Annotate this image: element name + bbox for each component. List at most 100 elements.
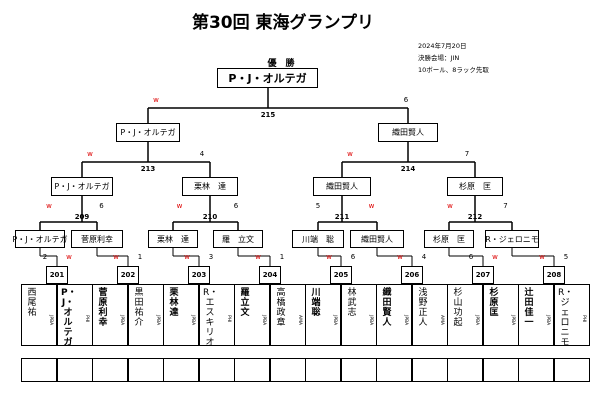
score-bottom: 3: [208, 253, 214, 261]
semi-player-box: P・J・オルテガ: [51, 177, 113, 196]
player-extra-box: [234, 358, 270, 382]
match-number-box: 207: [472, 266, 494, 284]
player-name: 林 武志: [347, 288, 366, 318]
score-bottom: w: [368, 202, 375, 210]
score-top: w: [539, 253, 545, 261]
player-column: 辻田佳一 JPBA: [518, 284, 554, 346]
player-name: P・J・オルテガ: [61, 288, 77, 348]
player-column: 浅野正人 AMA: [412, 284, 448, 346]
player-affiliation: JPBA: [403, 315, 408, 326]
score-bottom: 6: [99, 202, 104, 210]
player-extra-box: [412, 358, 448, 382]
player-name: 杉原 匡: [489, 288, 508, 318]
player-affiliation: JPBA: [332, 315, 337, 326]
player-extra-box: [305, 358, 341, 382]
score-top: w: [326, 253, 332, 261]
score-bottom: w: [66, 253, 72, 261]
semi-player-box: 栗林 達: [182, 177, 238, 196]
tournament-venue: 決勝会場：JIN: [418, 54, 460, 62]
tournament-date: 2024年7月20日: [418, 42, 467, 50]
score-bottom: w: [492, 253, 498, 261]
score-bottom: 7: [503, 202, 508, 210]
match-number: 215: [260, 111, 276, 119]
quarter-player-box: R・ジェロニモ: [485, 230, 539, 248]
score-top: w: [447, 202, 453, 210]
player-name: R・ジェロニモ: [558, 288, 574, 348]
player-extra-box: [518, 358, 554, 382]
champion-label: 優 勝: [267, 59, 295, 69]
score-top: w: [153, 96, 159, 104]
player-name: 菅原利幸: [98, 288, 108, 328]
player-name: 羅 立文: [240, 288, 259, 318]
semi-player-box: 織田賢人: [313, 177, 371, 196]
score-top: 2: [42, 253, 48, 261]
quarter-player-box: P・J・オルテガ: [12, 230, 68, 248]
match-number: 210: [202, 213, 218, 221]
champion-box: P・J・オルテガ: [217, 68, 318, 88]
player-name: 織田賢人: [382, 288, 392, 328]
quarter-player-box: 栗林 達: [148, 230, 198, 248]
match-number: 209: [74, 213, 90, 221]
player-extra-box: [376, 358, 412, 382]
quarter-player-box: 川端 聡: [292, 230, 344, 248]
player-extra-box: [341, 358, 377, 382]
score-top: w: [347, 150, 353, 158]
quarter-player-box: 織田賢人: [350, 230, 404, 248]
score-bottom: 4: [421, 253, 427, 261]
match-number-box: 201: [46, 266, 68, 284]
final-player-box: P・J・オルテガ: [116, 123, 180, 142]
match-number-box: 204: [259, 266, 281, 284]
player-extra-box: [128, 358, 164, 382]
score-bottom: 5: [563, 253, 569, 261]
player-affiliation: JPBA: [474, 315, 479, 326]
player-extra-box: [57, 358, 93, 382]
player-extra-box: [270, 358, 306, 382]
player-extra-box: [483, 358, 519, 382]
tournament-rule: 10ボール、8ラック先取: [418, 66, 489, 74]
player-affiliation: JPBA: [545, 315, 550, 326]
player-affiliation: JPBA: [261, 315, 266, 326]
score-bottom: 1: [279, 253, 285, 261]
player-column: 菅原利幸 JPBA: [92, 284, 128, 346]
match-number-box: 206: [401, 266, 423, 284]
player-column: P・J・オルテガ PHI: [57, 284, 93, 348]
player-affiliation: JPBA: [119, 315, 124, 326]
score-top: w: [46, 202, 52, 210]
match-number: 212: [467, 213, 483, 221]
player-affiliation: PHI: [84, 315, 89, 323]
score-top: 6: [468, 253, 474, 261]
player-name: 川端 聡: [311, 288, 330, 318]
player-affiliation: AMA: [297, 315, 302, 326]
score-top: w: [113, 253, 119, 261]
player-affiliation: AMA: [439, 315, 444, 326]
player-name: 栗林 達: [169, 288, 188, 318]
player-name: 浅野正人: [418, 288, 428, 328]
player-name: 西尾 祐: [27, 288, 46, 318]
player-name: 辻田佳一: [524, 288, 534, 328]
player-extra-box: [92, 358, 128, 382]
player-affiliation: JPBA: [510, 315, 515, 326]
player-column: 杉山功起 JPBA: [447, 284, 483, 346]
player-extra-box: [21, 358, 57, 382]
score-bottom: 7: [464, 150, 470, 158]
bracket-lines: [39, 88, 555, 266]
player-affiliation: PHI: [581, 315, 586, 323]
player-name: 高橋政章: [276, 288, 286, 328]
match-number-box: 203: [188, 266, 210, 284]
score-bottom: 6: [350, 253, 356, 261]
score-bottom: 6: [233, 202, 239, 210]
player-name: 杉山功起: [453, 288, 463, 328]
score-bottom: 1: [137, 253, 143, 261]
score-top: w: [184, 253, 190, 261]
match-number-box: 202: [117, 266, 139, 284]
match-number-box: 205: [330, 266, 352, 284]
player-column: R・ジェロニモ PHI: [554, 284, 590, 348]
score-top: w: [397, 253, 403, 261]
match-number-box: 208: [543, 266, 565, 284]
